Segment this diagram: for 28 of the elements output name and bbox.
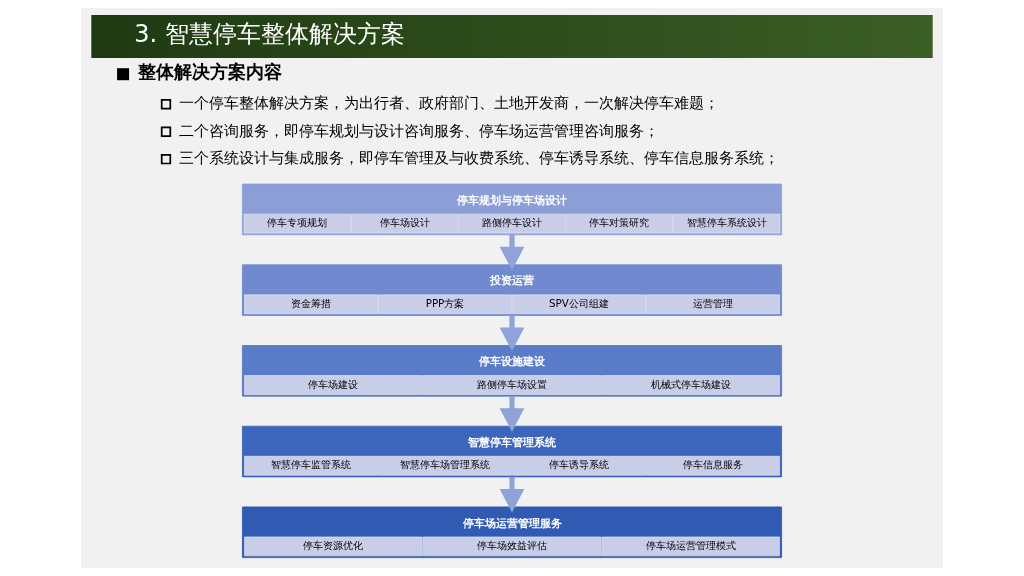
- node-box: 智慧停车场管理系统: [378, 455, 512, 476]
- arrow: [499, 234, 525, 271]
- arrow: [499, 315, 525, 352]
- node-box: 停车场建设: [244, 375, 423, 395]
- node-box: 机械式停车场建设: [601, 375, 780, 395]
- label: 整体解决方案内容: [137, 60, 282, 82]
- node-box: 停车信息服务: [646, 455, 780, 476]
- node-box: 停车场运营管理模式: [601, 536, 780, 557]
- node-box: 停车资源优化: [244, 536, 423, 557]
- node-box: 停车场效益评估: [422, 536, 602, 557]
- arrow: [499, 396, 525, 432]
- node-box: 停车专项规划: [243, 213, 351, 234]
- node-box: 停车对策研究: [565, 213, 673, 234]
- arrow: [499, 476, 525, 513]
- node-box: 资金筹措: [244, 294, 378, 315]
- node-box: 智慧停车监管系统: [244, 455, 378, 476]
- label: 一个停车整体解决方案，为出行者、政府部门、土地开发商，一次解决停车难题；: [178, 94, 719, 113]
- node-box: 停车诱导系统: [512, 455, 646, 476]
- node-box: SPV公司组建: [512, 294, 646, 315]
- node-box: 路侧停车场设置: [422, 375, 602, 395]
- node-box: 路侧停车设计: [458, 213, 566, 234]
- diagram-title: 3. 智慧停车整体解决方案: [134, 20, 405, 49]
- label: 二个咨询服务，即停车规划与设计咨询服务、停车场运营管理咨询服务；: [178, 121, 659, 140]
- node-box: 停车场设计: [351, 213, 459, 234]
- node-box: 智慧停车系统设计: [673, 213, 781, 234]
- node-box: PPP方案: [378, 294, 512, 315]
- label: 三个系统设计与集成服务，即停车管理及与收费系统、停车诱导系统、停车信息服务系统；: [178, 148, 779, 167]
- node-box: 运营管理: [646, 294, 780, 315]
